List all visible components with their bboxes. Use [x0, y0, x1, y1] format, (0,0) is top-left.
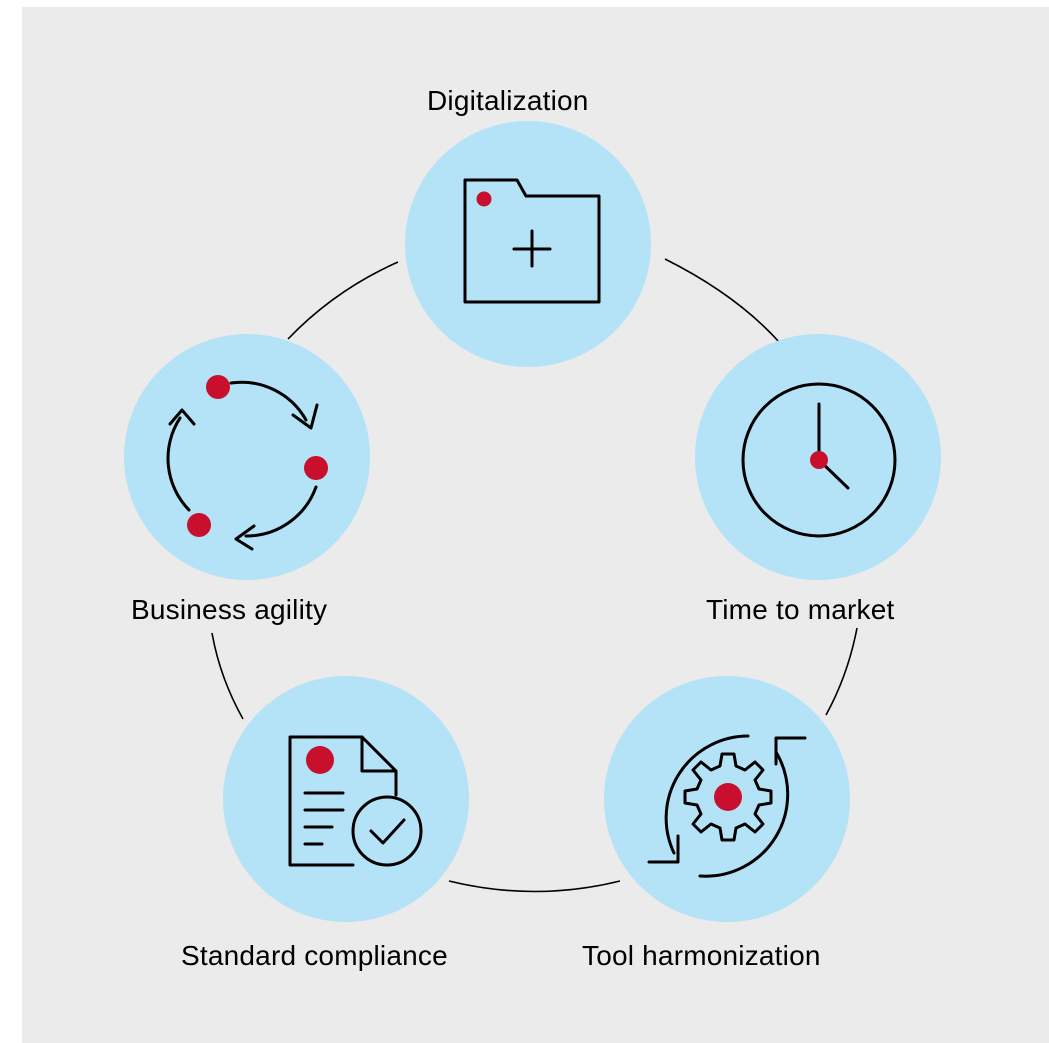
- cycle-arrows-icon: [166, 375, 328, 551]
- digitalization-circle: [405, 121, 651, 367]
- business-agility-circle: [124, 334, 370, 580]
- clock-icon: [741, 382, 897, 538]
- tool-harmonization-label: Tool harmonization: [582, 940, 821, 971]
- connector-arcs: [211, 258, 858, 893]
- connector-arc: [825, 627, 858, 716]
- standard-compliance-label: Standard compliance: [181, 940, 448, 971]
- business-agility-label: Business agility: [131, 594, 328, 625]
- standard-compliance-circle: [223, 676, 469, 922]
- digitalization-label: Digitalization: [427, 85, 589, 116]
- gear-cycle-icon: [647, 734, 807, 878]
- connector-arc: [448, 880, 621, 893]
- connector-arc: [287, 261, 399, 340]
- folder-plus-icon: [463, 178, 601, 304]
- time-to-market-label: Time to market: [706, 594, 895, 625]
- connector-arc: [211, 632, 244, 720]
- connector-arc: [664, 258, 781, 344]
- document-check-icon: [288, 735, 423, 867]
